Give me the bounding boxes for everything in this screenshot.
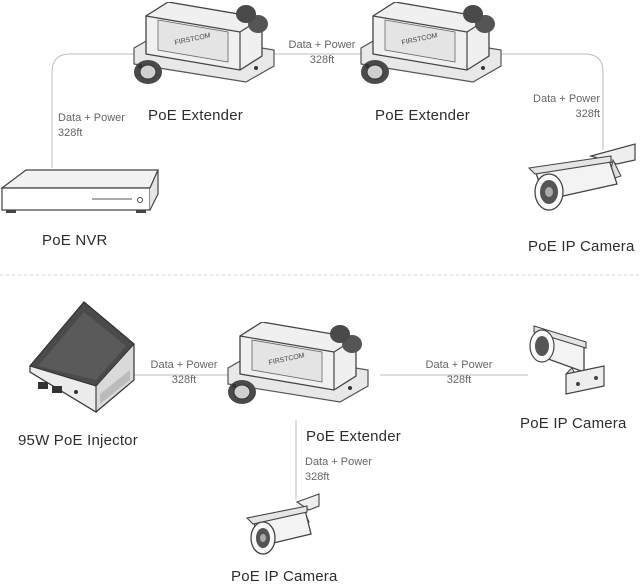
poe-extender-top-right: FIRSTCOM bbox=[360, 2, 502, 84]
extender-top-left-label: PoE Extender bbox=[148, 107, 243, 124]
poe-nvr-device bbox=[0, 169, 159, 213]
camera-right-label: PoE IP Camera bbox=[520, 415, 627, 432]
nvr-label: PoE NVR bbox=[42, 232, 108, 249]
extender-bottom-label: PoE Extender bbox=[306, 428, 401, 445]
poe-ip-camera-right bbox=[529, 325, 605, 395]
extender-top-right-label: PoE Extender bbox=[375, 107, 470, 124]
poe-ip-camera-bottom bbox=[245, 493, 320, 555]
poe-extender-top-left: FIRSTCOM bbox=[133, 2, 275, 84]
poe-ip-camera-top bbox=[527, 143, 636, 211]
poe-injector-device bbox=[29, 301, 135, 413]
poe-extender-bottom: FIRSTCOM bbox=[227, 322, 369, 404]
injector-label: 95W PoE Injector bbox=[18, 432, 138, 449]
camera-top-label: PoE IP Camera bbox=[528, 238, 635, 255]
camera-bottom-label: PoE IP Camera bbox=[231, 568, 338, 585]
